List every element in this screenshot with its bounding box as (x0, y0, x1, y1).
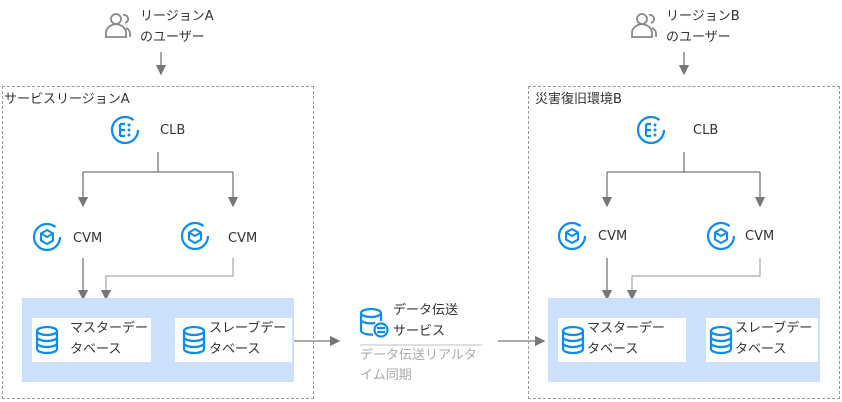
region-a-title: サービスリージョンA (4, 92, 130, 107)
cvm-b2-label: CVM (745, 229, 775, 244)
clb-a-label: CLB (160, 123, 186, 138)
master-db-b-line2: タベース (587, 342, 639, 357)
slave-db-a-line1: スレーブデー (209, 321, 287, 336)
dts-line1: データ伝送 (393, 303, 459, 318)
cvm-a2-label: CVM (228, 231, 258, 246)
cvm-a1-label: CVM (73, 231, 103, 246)
master-db-b-line1: マスターデー (587, 321, 666, 336)
cvm-icon (32, 222, 62, 252)
region-b-title: 災害復旧環境B (535, 92, 622, 107)
master-db-a-line1: マスターデー (70, 321, 149, 336)
database-icon (35, 325, 59, 355)
users-a-line1: リージョンA (140, 9, 214, 24)
region-b-box (528, 86, 840, 399)
master-db-a-line2: タベース (70, 342, 122, 357)
database-icon (709, 325, 733, 355)
slave-db-a-line2: タベース (209, 342, 261, 357)
dts-caption-line1: データ伝送リアルタ (360, 348, 477, 363)
cvm-icon (180, 221, 210, 251)
clb-icon (110, 115, 140, 145)
slave-db-b-line1: スレーブデー (735, 321, 813, 336)
users-b-line1: リージョンB (666, 9, 740, 24)
dts-line2: サービス (393, 324, 446, 339)
cvm-icon (557, 221, 587, 251)
data-transfer-icon (359, 307, 389, 338)
users-b-line2: のユーザー (666, 30, 731, 45)
clb-b-label: CLB (693, 123, 719, 138)
region-a-box (2, 86, 314, 399)
dts-caption-line2: イム同期 (360, 368, 412, 383)
database-icon (182, 325, 206, 355)
database-icon (561, 325, 585, 355)
users-a-line2: のユーザー (140, 30, 205, 45)
cvm-icon (706, 221, 736, 251)
cvm-b1-label: CVM (598, 229, 628, 244)
users-icon (631, 13, 657, 38)
clb-icon (636, 115, 666, 145)
slave-db-b-line2: タベース (735, 342, 787, 357)
users-icon (105, 13, 131, 38)
